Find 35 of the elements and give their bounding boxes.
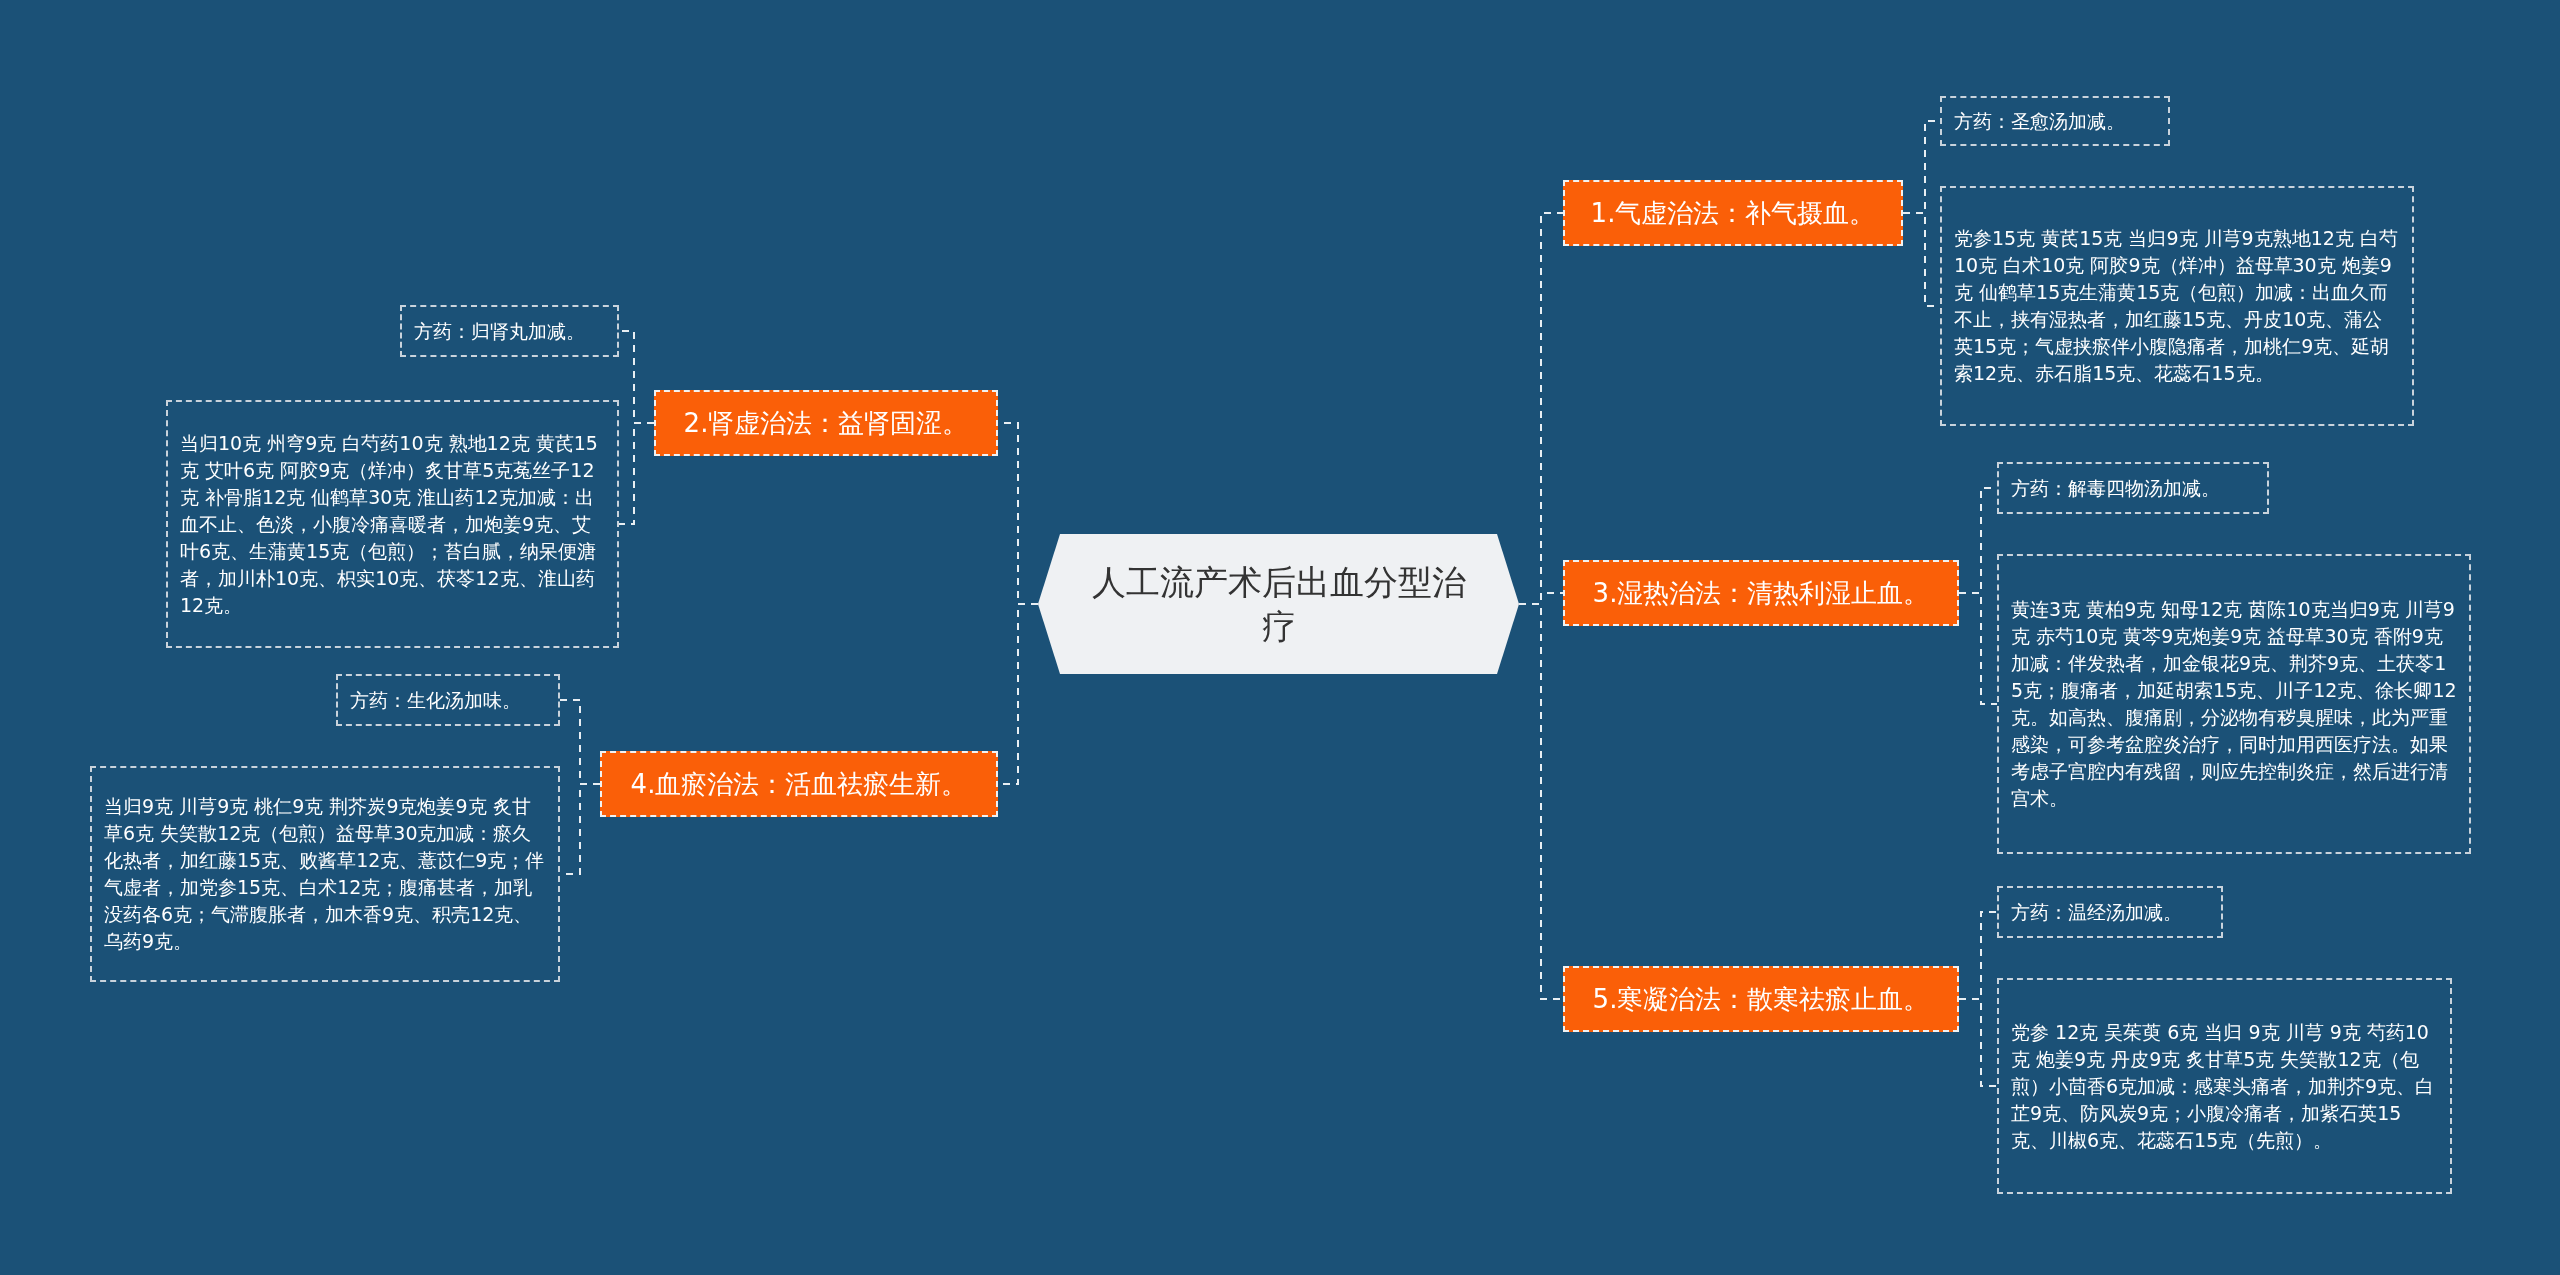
note-box [400,305,619,357]
topic-label: 2.肾虚治法：益肾固涩。 [683,406,969,440]
note-box [1940,186,2414,426]
branch-topic [1563,180,1903,246]
note-box [90,766,560,982]
note-text: 方药：归肾丸加减。 [414,318,586,344]
topic-label: 4.血瘀治法：活血祛瘀生新。 [630,767,968,801]
note-text: 方药：圣愈汤加减。 [1954,108,2126,134]
note-box [336,674,560,726]
note-text: 当归9克 川芎9克 桃仁9克 荆芥炭9克炮姜9克 炙甘草6克 失笑散12克（包煎）益母草30克加减：瘀久化热者，加红藤15克、败酱草12克、薏苡仁9克；伴气虚者，加党参15克、白术12克；腹痛甚者，加乳没药各6克；气滞腹胀者，加木香9克、积壳12克、乌药9克。 [104,794,546,954]
topic-title: 人工流产术后出血分型治疗 [1090,561,1467,648]
note-text: 当归10克 州穹9克 白芍药10克 熟地12克 黄芪15克 艾叶6克 阿胶9克（烊冲）炙甘草5克菟丝子12克 补骨脂12克 仙鹤草30克 淮山药12克加减：出血不止、色淡，小腹冷痛喜暖者，加炮姜9克、艾叶6克、生蒲黄15克（包煎）；苔白腻，纳呆便溏者，加川朴10克、枳实10克、茯苓12克、淮山药12克。 [180,430,599,618]
branch-topic [1563,560,1959,626]
note-text: 方药：温经汤加减。 [2011,899,2183,925]
connector-line [1958,592,1998,705]
note-box [1997,462,2269,514]
note-text: 黄连3克 黄柏9克 知母12克 茵陈10克当归9克 川芎9克 赤芍10克 黄芩9克炮姜9克 益母草30克 香附9克加减：伴发热者，加金银花9克、荆芥9克、土茯苓15克；腹痛者，加延胡索15克、川子12克、徐长卿12克。如高热、腹痛剧，分泌物有秽臭腥味，此为严重感染，可参考盆腔炎治疗，同时加用西医疗法。如果考虑子宫腔内有残留，则应先控制炎症，然后进行清宫术。 [2011,597,2457,811]
topic-label: 5.寒凝治法：散寒祛瘀止血。 [1592,982,1930,1016]
note-text: 党参 12克 吴茱萸 6克 当归 9克 川芎 9克 芍药10克 炮姜9克 丹皮9克 炙甘草5克 失笑散12克（包煎）小茴香6克加减：感寒头痛者，加荆芥9克、白芷9克、防风炭9克；小腹冷痛者，加紫石英15克、川椒6克、花蕊石15克（先煎）。 [2011,1019,2436,1153]
connector-line [1958,998,1998,1087]
connector-line [618,422,655,525]
branch-topic [600,751,998,817]
note-text: 方药：生化汤加味。 [350,687,522,713]
note-box [1940,96,2170,146]
note-box [1997,554,2471,854]
topic-label: 1.气虚治法：补气摄血。 [1590,196,1876,230]
note-box [166,400,619,648]
branch-topic [654,390,998,456]
note-text: 党参15克 黄芪15克 当归9克 川芎9克熟地12克 白芍10克 白术10克 阿胶9克（烊冲）益母草30克 炮姜9克 仙鹤草15克生蒲黄15克（包煎）加减：出血久而不止，挟有湿热者，加红藤15克、丹皮10克、蒲公英15克；气虚挟瘀伴小腹隐痛者，加桃仁9克、延胡索12克、赤石脂15克、花蕊石15克。 [1954,226,2399,386]
note-box [1997,978,2452,1194]
note-text: 方药：解毒四物汤加减。 [2011,475,2221,501]
topic-label: 3.湿热治法：清热利湿止血。 [1592,576,1930,610]
central-topic [1038,534,1519,674]
branch-topic [1563,966,1959,1032]
note-box [1997,886,2223,938]
